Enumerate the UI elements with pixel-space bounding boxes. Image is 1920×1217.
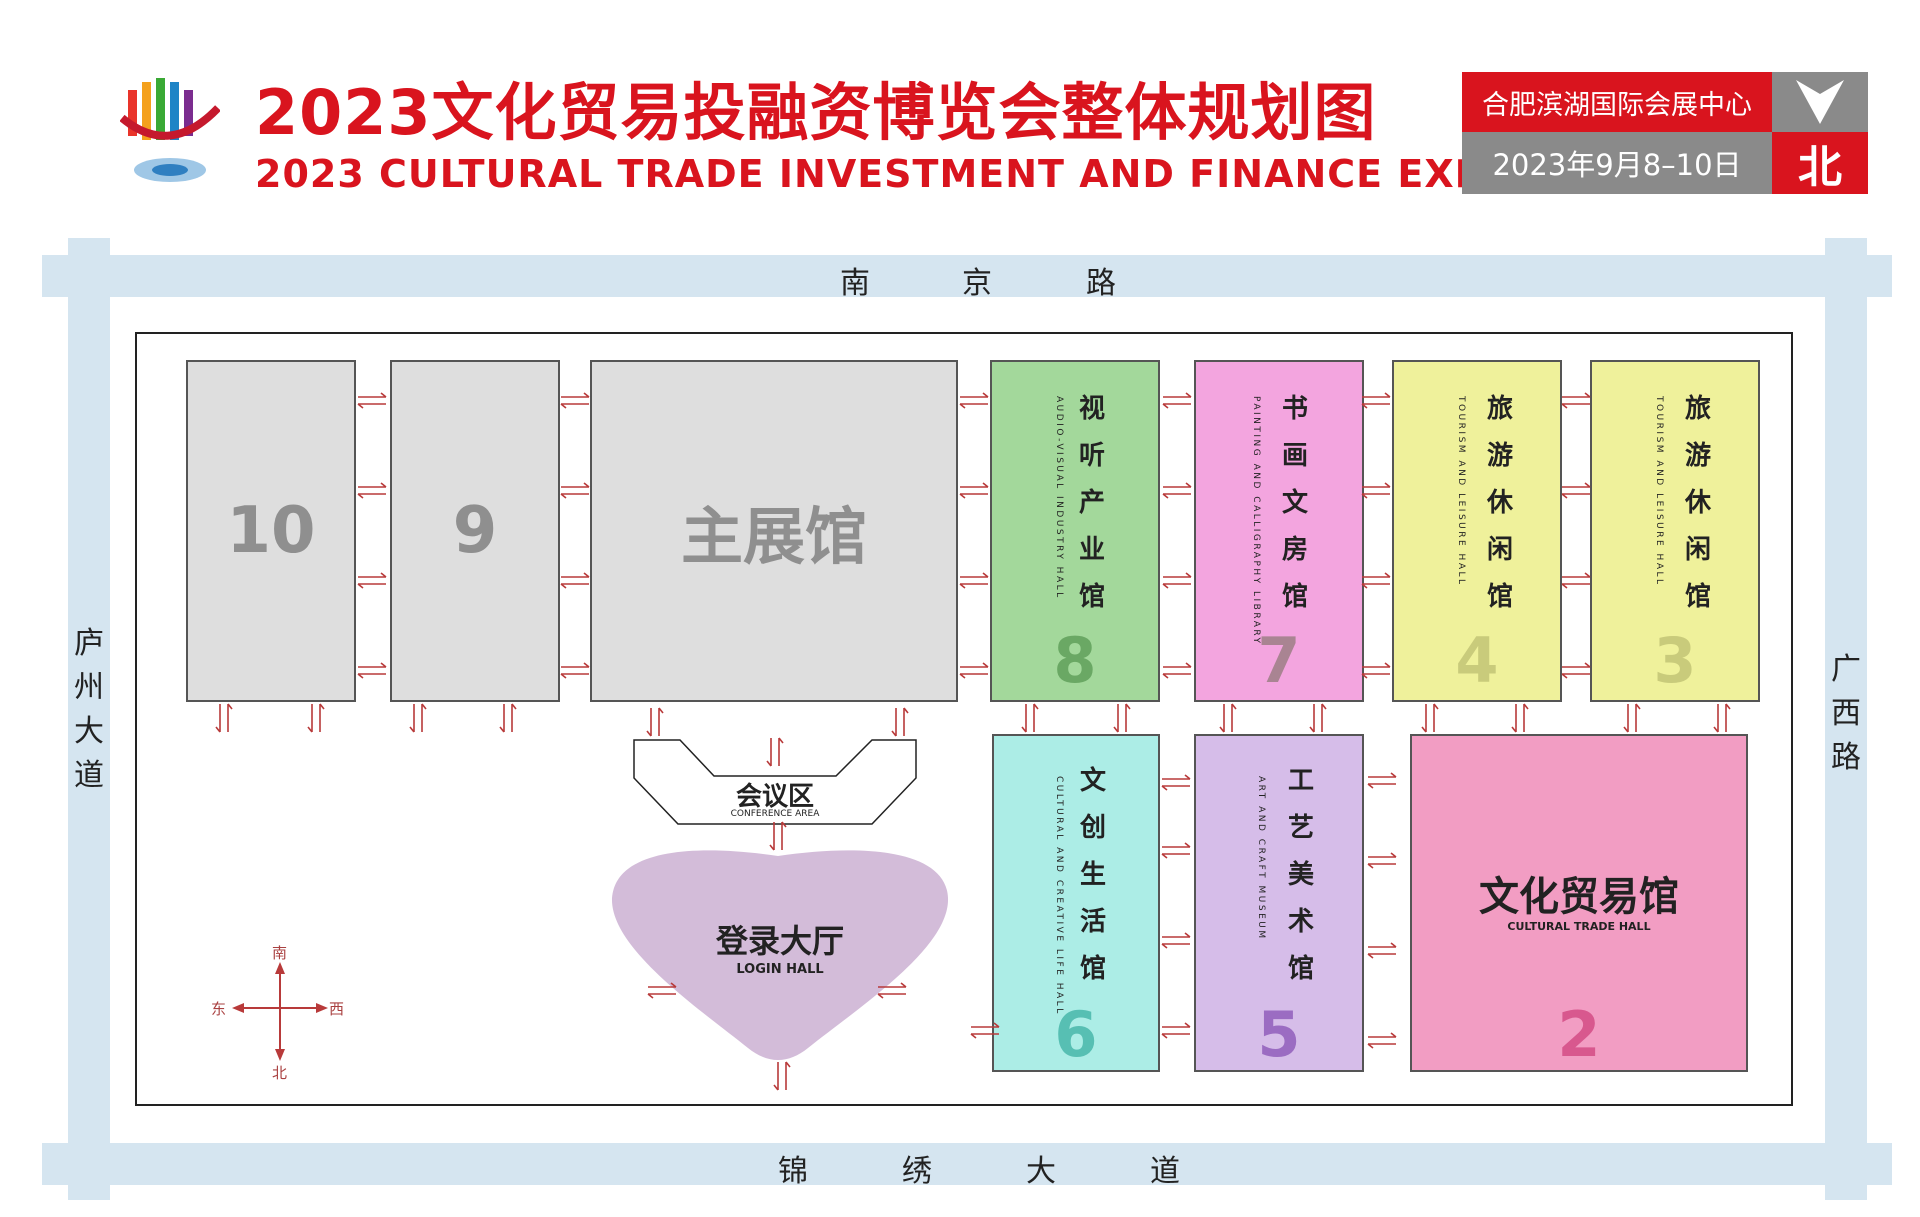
road-label-bottom-1: 锦 [778, 1154, 808, 1189]
compass-south: 南 [272, 944, 288, 962]
hall-4[interactable]: TOURISM AND LEISURE HALL 旅游休闲馆 4 [1392, 360, 1562, 702]
hall-3[interactable]: TOURISM AND LEISURE HALL 旅游休闲馆 3 [1590, 360, 1760, 702]
hall-en-label: PAINTING AND CALLIGRAPHY LIBRARY [1251, 396, 1261, 646]
hall-number: 8 [1053, 624, 1097, 697]
hall-en-label: CULTURAL TRADE HALL [1507, 920, 1651, 933]
hall-cn-label: 工艺美术馆 [1287, 766, 1314, 984]
hall-number: 3 [1653, 624, 1697, 697]
hall-cn-label: 书画文房馆 [1281, 394, 1308, 612]
road-jinxiu [42, 1143, 1892, 1185]
compass-north: 北 [272, 1064, 288, 1082]
road-label-bottom-4: 道 [1150, 1154, 1180, 1189]
road-label-left: 庐 州 大 道 [69, 622, 109, 798]
road-char: 路 [1831, 740, 1861, 775]
road-char: 州 [74, 670, 104, 705]
login-hall-shape [611, 850, 949, 1060]
hall-cn-label: 文化贸易馆 [1479, 874, 1679, 920]
hall-en-label: TOURISM AND LEISURE HALL [1456, 396, 1466, 587]
hall-en-label: TOURISM AND LEISURE HALL [1654, 396, 1664, 587]
hall-number: 4 [1455, 624, 1499, 697]
road-luzhou [68, 238, 110, 1200]
hall-10[interactable]: 10 [186, 360, 356, 702]
hall-cn-label: 旅游休闲馆 [1486, 394, 1513, 612]
north-indicator: 北 [1772, 72, 1868, 194]
road-char: 大 [74, 714, 104, 749]
road-label-right: 广 西 路 [1826, 648, 1866, 780]
conference-area[interactable]: 会议区 CONFERENCE AREA [630, 736, 920, 828]
hall-number: 5 [1257, 998, 1301, 1071]
hall-number: 7 [1257, 624, 1301, 697]
north-arrow-icon [1772, 72, 1868, 132]
main-hall[interactable]: 主展馆 [590, 360, 958, 702]
compass-arrows-icon [232, 962, 328, 1061]
login-hall-en-label: LOGIN HALL [736, 962, 824, 977]
hall-6[interactable]: CULTURAL AND CREATIVE LIFE HALL 文创生活馆 6 [992, 734, 1160, 1072]
hall-9[interactable]: 9 [390, 360, 560, 702]
event-date: 2023年9月8–10日 [1462, 132, 1772, 194]
login-hall[interactable]: 登录大厅 LOGIN HALL [608, 838, 952, 1064]
login-hall-label: 登录大厅 [715, 922, 844, 960]
hall-8[interactable]: AUDIO-VISUAL INDUSTRY HALL 视听产业馆 8 [990, 360, 1160, 702]
conference-en-label: CONFERENCE AREA [730, 809, 820, 819]
road-guangxi [1825, 238, 1867, 1200]
compass: 南 北 东 西 [205, 940, 355, 1082]
road-char: 道 [74, 758, 104, 793]
road-label-top-1: 南 [840, 266, 870, 301]
hall-en-label: AUDIO-VISUAL INDUSTRY HALL [1054, 396, 1064, 600]
road-label-top-2: 京 [962, 266, 992, 301]
hall-cn-label: 视听产业馆 [1078, 394, 1105, 612]
expo-logo [119, 78, 221, 188]
north-label: 北 [1772, 132, 1868, 194]
hall-number: 2 [1557, 998, 1601, 1071]
hall-cn-label: 文创生活馆 [1079, 766, 1106, 984]
hall-7[interactable]: PAINTING AND CALLIGRAPHY LIBRARY 书画文房馆 7 [1194, 360, 1364, 702]
road-label-top-3: 路 [1086, 266, 1116, 301]
road-char: 广 [1831, 652, 1861, 687]
page-subtitle: 2023 CULTURAL TRADE INVESTMENT AND FINAN… [255, 152, 1517, 196]
road-char: 庐 [74, 626, 104, 661]
conference-label: 会议区 [735, 782, 814, 812]
hall-2[interactable]: 文化贸易馆 CULTURAL TRADE HALL 2 [1410, 734, 1748, 1072]
road-label-bottom-2: 绣 [902, 1154, 932, 1189]
hall-cn-label: 旅游休闲馆 [1684, 394, 1711, 612]
hall-en-label: ART AND CRAFT MUSEUM [1256, 776, 1266, 941]
road-label-bottom-3: 大 [1026, 1154, 1056, 1189]
hall-en-label: CULTURAL AND CREATIVE LIFE HALL [1054, 776, 1064, 1016]
hall-number: 6 [1054, 998, 1098, 1071]
venue-box: 合肥滨湖国际会展中心 2023年9月8–10日 [1462, 72, 1772, 194]
hall-5[interactable]: ART AND CRAFT MUSEUM 工艺美术馆 5 [1194, 734, 1364, 1072]
compass-west: 西 [329, 1000, 345, 1018]
conference-shape [633, 739, 917, 825]
road-nanjing [42, 255, 1892, 297]
venue-name: 合肥滨湖国际会展中心 [1462, 72, 1772, 132]
compass-east: 东 [211, 1000, 227, 1018]
road-char: 西 [1831, 696, 1861, 731]
page-title: 2023文化贸易投融资博览会整体规划图 [255, 76, 1377, 149]
